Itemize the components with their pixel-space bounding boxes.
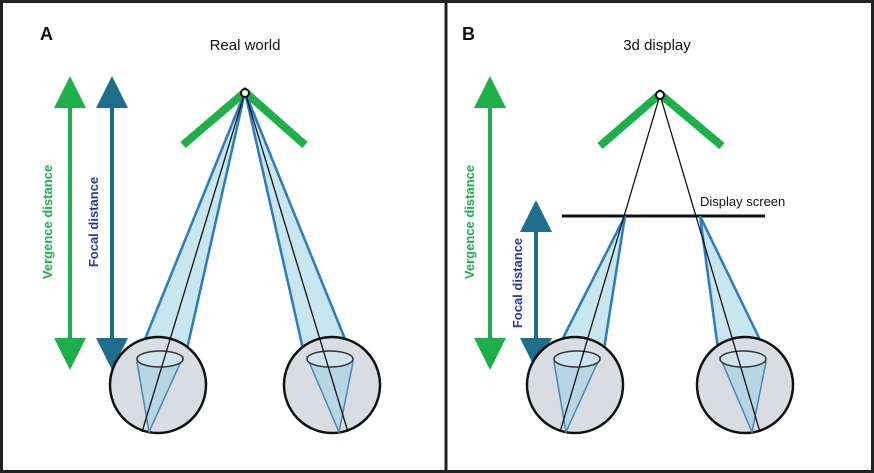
eye-right [244,91,382,435]
ray-left-outer [141,91,247,345]
ray-left-inner-b [602,215,627,350]
eye-right-b [695,335,795,435]
eye-left-b [525,335,625,435]
visual-axis-right [244,91,349,433]
display-screen-label: Display screen [700,194,785,209]
ray-right-outer-b [698,215,764,345]
fixation-point [240,88,250,98]
ray-left-inner [185,91,247,350]
eye-left [108,91,246,435]
vergence-distance-label-b: Vergence distance [462,165,477,279]
ray-right-inner [243,91,305,350]
panel-a-title: Real world [210,37,281,54]
panel-b-title: 3d display [623,37,691,54]
visual-axis-left-b [559,94,661,433]
focal-distance-label-b: Focal distance [510,238,525,328]
ray-right-outer [243,91,349,345]
panel-a: A Real world Vergence distance Focal dis… [40,24,382,435]
visual-axis-right-b [659,94,761,433]
visual-axis-left [141,91,246,433]
ray-left-outer-b [558,215,627,345]
vergence-chevron-b [597,88,725,150]
vergence-distance-label: Vergence distance [40,165,55,279]
fixation-point-b [655,90,665,100]
panel-a-letter: A [40,24,53,44]
panel-b-letter: B [462,24,475,44]
focal-distance-label: Focal distance [86,177,101,267]
panel-b: B 3d display Vergence distance Focal dis… [462,24,795,435]
